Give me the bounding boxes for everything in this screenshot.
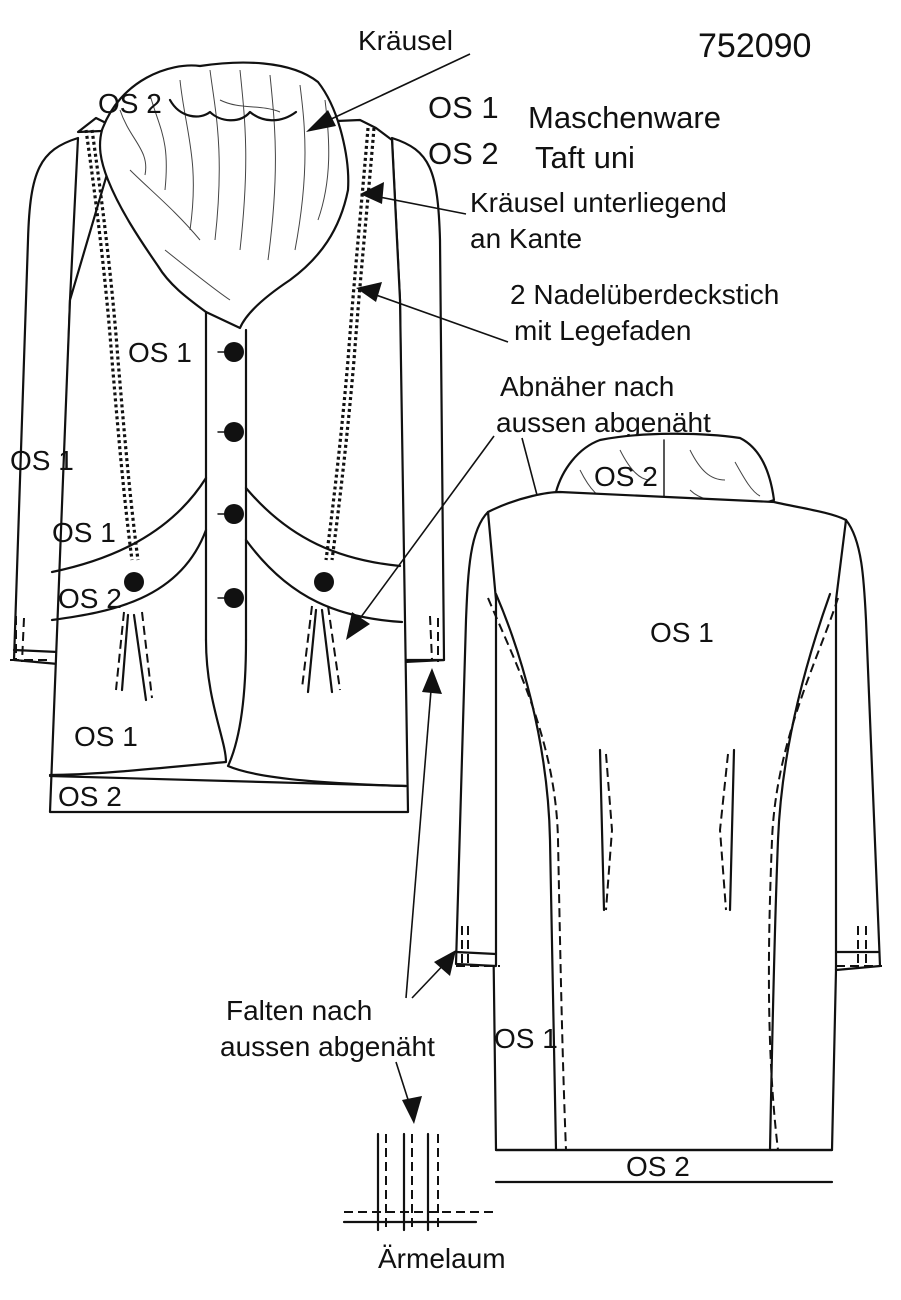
- front-view-jacket: OS 2 OS 1 OS 1 OS 1 OS 2 OS: [10, 61, 446, 814]
- arrowhead-falten-detail: [402, 1096, 422, 1124]
- callout-kraeusel-unterliegend-1: Kräusel unterliegend: [470, 187, 727, 218]
- callout-abnaeher-1: Abnäher nach: [500, 371, 674, 402]
- front-band-button-left: [124, 572, 144, 592]
- front-placket: [204, 310, 248, 642]
- front-collar-ruffle: [98, 61, 350, 330]
- front-dart-left: [120, 613, 148, 702]
- front-button-1: [224, 342, 244, 362]
- back-left-sleeve: [454, 510, 498, 968]
- back-princess-seam-left: [494, 592, 558, 1152]
- sleeve-hem-detail: Ärmelaum: [342, 1132, 506, 1274]
- arrowhead-kraeusel-unterliegend: [360, 182, 384, 204]
- front-hem-label: OS 2: [58, 781, 122, 812]
- front-left-sleeve-cuff: [12, 648, 60, 654]
- front-collar-label: OS 2: [98, 88, 162, 119]
- arrowhead-falten-back: [434, 950, 456, 976]
- back-hem-label: OS 2: [626, 1151, 690, 1182]
- back-dart-right: [728, 748, 736, 912]
- callout-falten-2: aussen abgenäht: [220, 1031, 435, 1062]
- back-dart-left: [598, 748, 606, 912]
- front-band-left: [50, 476, 208, 622]
- front-button-3: [224, 504, 244, 524]
- back-princess-seam-right: [768, 592, 832, 1152]
- front-dart-right: [306, 608, 334, 694]
- callout-nadel-2: mit Legefaden: [514, 315, 691, 346]
- back-sleeve-label: OS 1: [494, 1023, 558, 1054]
- material-code-1: OS 1: [428, 90, 499, 125]
- front-sleeve-label: OS 1: [10, 445, 74, 476]
- callout-kraeusel: Kräusel: [358, 25, 453, 56]
- material-code-2: OS 2: [428, 136, 499, 171]
- front-lower-panel-label: OS 1: [74, 721, 138, 752]
- front-body-upper-label: OS 1: [52, 517, 116, 548]
- back-collar-label: OS 2: [594, 461, 658, 492]
- arrowhead-abnaeher-front: [346, 612, 370, 640]
- material-name-2: Taft uni: [535, 140, 635, 175]
- front-lower-panel-left: [48, 638, 228, 777]
- front-button-2: [224, 422, 244, 442]
- back-body-label: OS 1: [650, 617, 714, 648]
- front-band-right: [244, 486, 404, 624]
- material-name-1: Maschenware: [528, 100, 721, 135]
- arrowhead-nadel: [356, 282, 382, 302]
- callout-falten-1: Falten nach: [226, 995, 372, 1026]
- back-view-jacket: OS 2 OS 1 OS 1 OS 2: [454, 432, 882, 1184]
- callout-aermelaum: Ärmelaum: [378, 1243, 506, 1274]
- front-left-trim: [84, 129, 134, 561]
- back-right-sleeve: [834, 518, 882, 972]
- front-band-label: OS 2: [58, 583, 122, 614]
- callouts: Kräusel Kräusel unterliegend an Kante 2 …: [220, 25, 779, 1124]
- material-legend: OS 1 Maschenware OS 2 Taft uni: [428, 90, 721, 175]
- front-band-button-right: [314, 572, 334, 592]
- front-button-area-label: OS 1: [128, 337, 192, 368]
- front-button-4: [224, 588, 244, 608]
- arrowhead-falten-front: [422, 668, 442, 694]
- callout-nadel-1: 2 Nadelüberdeckstich: [510, 279, 779, 310]
- article-number: 752090: [698, 27, 811, 65]
- callout-kraeusel-unterliegend-2: an Kante: [470, 223, 582, 254]
- arrowhead-kraeusel: [306, 110, 336, 132]
- back-body-outline: [486, 490, 848, 1152]
- front-hem-line: [48, 774, 408, 788]
